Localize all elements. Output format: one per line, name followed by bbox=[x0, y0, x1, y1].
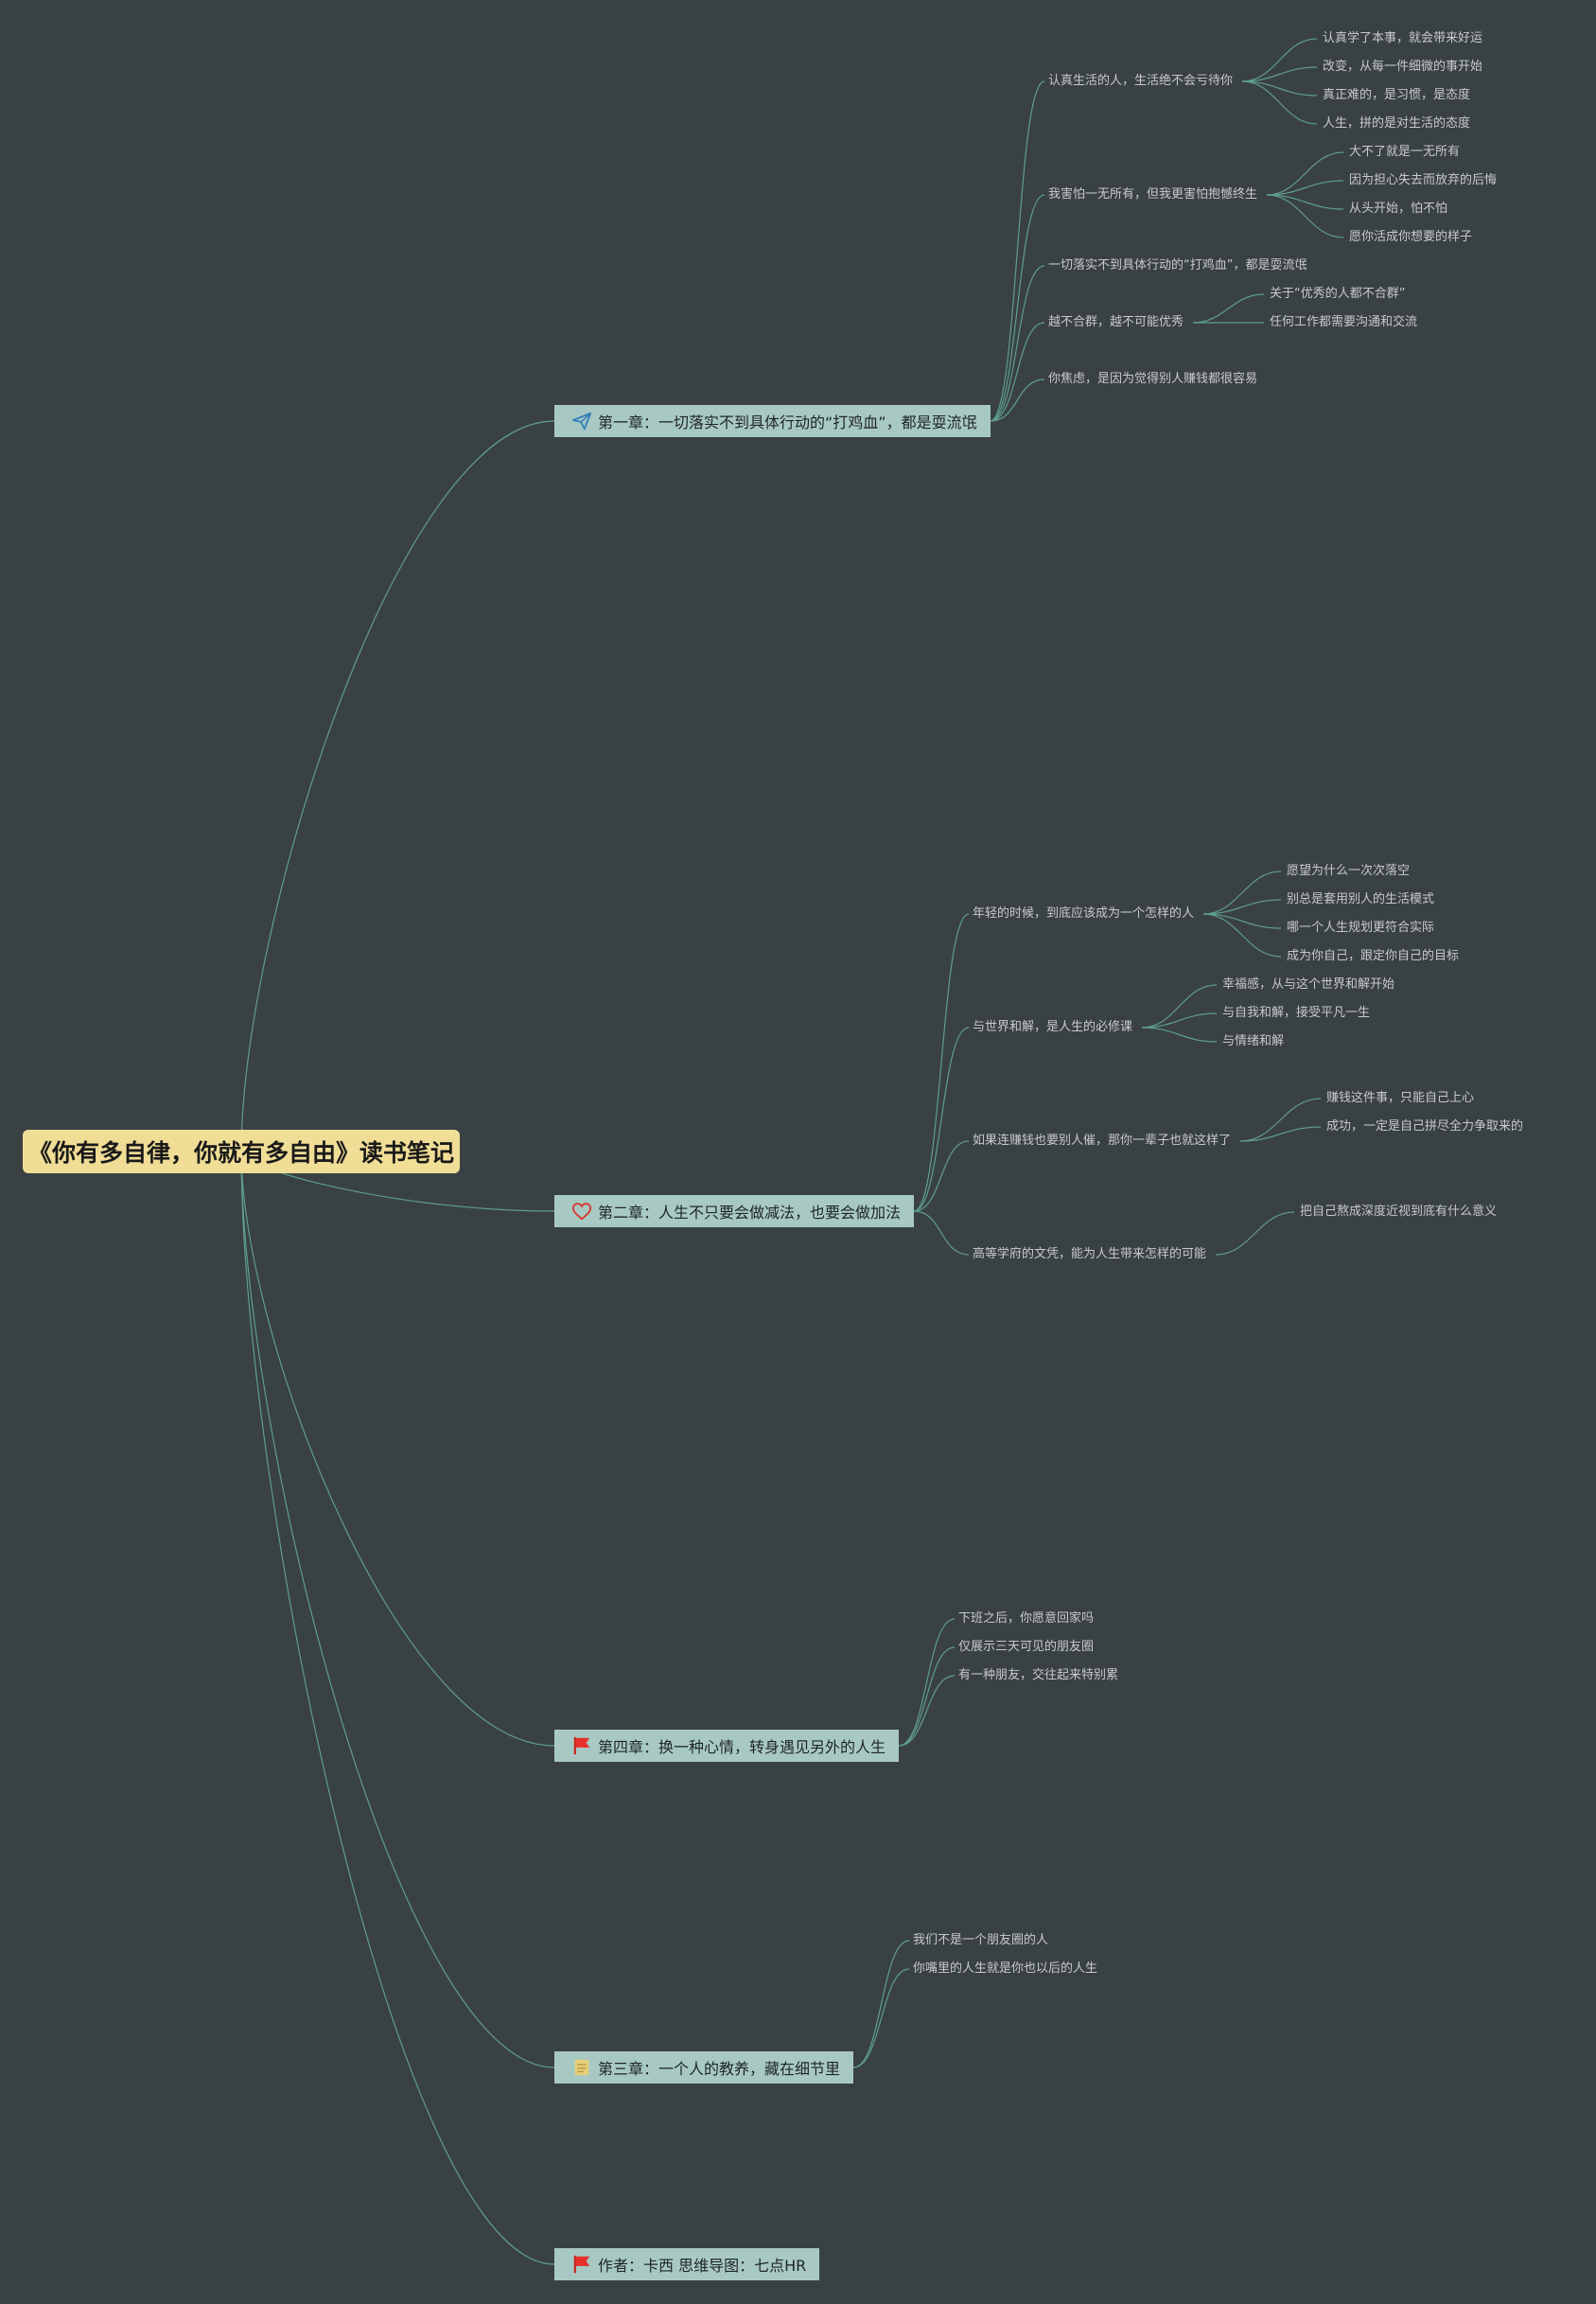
author-label: 作者：卡西 思维导图：七点HR bbox=[598, 2257, 807, 2275]
connector-line bbox=[1216, 1211, 1295, 1256]
root-topic[interactable]: 《你有多自律，你就有多自由》读书笔记 bbox=[23, 1130, 460, 1173]
chapter-1-topic[interactable]: 第一章：一切落实不到具体行动的“打鸡血”，都是耍流氓 bbox=[554, 405, 991, 437]
connector-line bbox=[1203, 871, 1282, 915]
author-topic[interactable]: 作者：卡西 思维导图：七点HR bbox=[554, 2248, 820, 2280]
leaf-topic[interactable]: 愿望为什么一次次落空 bbox=[1287, 864, 1411, 878]
leaf-topic[interactable]: 大不了就是一无所有 bbox=[1349, 145, 1461, 159]
subtopic[interactable]: 越不合群，越不可能优秀 bbox=[1048, 315, 1184, 329]
connector-line bbox=[990, 265, 1045, 422]
subtopic[interactable]: 我们不是一个朋友圈的人 bbox=[913, 1933, 1049, 1947]
subtopic[interactable]: 一切落实不到具体行动的“打鸡血”，都是耍流氓 bbox=[1048, 258, 1307, 273]
note-icon bbox=[571, 2057, 592, 2078]
connector-line bbox=[913, 1027, 970, 1212]
connector-line bbox=[990, 322, 1045, 422]
connector-line bbox=[1242, 80, 1318, 97]
connector-line bbox=[914, 1210, 970, 1256]
connector-line bbox=[990, 378, 1045, 422]
red-flag-icon bbox=[571, 2254, 592, 2275]
leaf-topic[interactable]: 真正难的，是习惯，是态度 bbox=[1323, 88, 1471, 102]
connector-line bbox=[1242, 80, 1318, 125]
connector-line bbox=[1142, 1027, 1218, 1043]
red-flag-icon bbox=[571, 1735, 592, 1756]
leaf-topic[interactable]: 关于“优秀的人都不合群” bbox=[1270, 287, 1406, 301]
connector-line bbox=[240, 1151, 555, 2068]
connector-line bbox=[1267, 151, 1344, 196]
connector-line bbox=[852, 1940, 910, 2068]
subtopic[interactable]: 认真生活的人，生活绝不会亏待你 bbox=[1048, 74, 1234, 88]
subtopic[interactable]: 你嘴里的人生就是你也以后的人生 bbox=[913, 1961, 1098, 1976]
chapter-3-topic[interactable]: 第三章：一个人的教养，藏在细节里 bbox=[554, 2051, 854, 2084]
leaf-topic[interactable]: 与自我和解，接受平凡一生 bbox=[1222, 1006, 1371, 1020]
leaf-topic[interactable]: 成功，一定是自己拼尽全力争取来的 bbox=[1326, 1119, 1524, 1134]
chapter-4-topic[interactable]: 第四章：换一种心情，转身遇见另外的人生 bbox=[554, 1730, 900, 1762]
connector-line bbox=[913, 913, 970, 1212]
connector-line bbox=[1193, 293, 1265, 324]
subtopic[interactable]: 下班之后，你愿意回家吗 bbox=[958, 1611, 1095, 1626]
subtopic[interactable]: 年轻的时候，到底应该成为一个怎样的人 bbox=[973, 906, 1195, 921]
leaf-topic[interactable]: 把自己熬成深度近视到底有什么意义 bbox=[1300, 1205, 1498, 1219]
connector-line bbox=[1142, 984, 1218, 1029]
subtopic[interactable]: 我害怕一无所有，但我更害怕抱憾终生 bbox=[1048, 187, 1258, 202]
connector-line bbox=[240, 420, 555, 1152]
connector-line bbox=[852, 1968, 910, 2068]
connector-line bbox=[1203, 899, 1282, 915]
heart-icon bbox=[571, 1201, 592, 1222]
leaf-topic[interactable]: 任何工作都需要沟通和交流 bbox=[1270, 315, 1418, 329]
subtopic[interactable]: 有一种朋友，交往起来特别累 bbox=[958, 1668, 1119, 1682]
connector-line bbox=[898, 1646, 956, 1747]
connector-line bbox=[1267, 180, 1344, 196]
connector-line bbox=[240, 1151, 555, 1747]
connector-line bbox=[1203, 913, 1282, 958]
leaf-topic[interactable]: 认真学了本事，就会带来好运 bbox=[1323, 31, 1483, 45]
connector-line bbox=[1267, 194, 1344, 238]
connector-line bbox=[1242, 38, 1318, 82]
subtopic[interactable]: 仅展示三天可见的朋友圈 bbox=[958, 1640, 1095, 1654]
leaf-topic[interactable]: 人生，拼的是对生活的态度 bbox=[1323, 116, 1471, 131]
chapter-3-label: 第三章：一个人的教养，藏在细节里 bbox=[598, 2060, 841, 2078]
connector-line bbox=[1240, 1098, 1322, 1142]
leaf-topic[interactable]: 哪一个人生规划更符合实际 bbox=[1287, 921, 1435, 935]
connector-line bbox=[898, 1675, 956, 1747]
chapter-2-topic[interactable]: 第二章：人生不只要会做减法，也要会做加法 bbox=[554, 1195, 915, 1227]
connector-line bbox=[990, 194, 1045, 422]
connector-line bbox=[990, 80, 1045, 422]
leaf-topic[interactable]: 别总是套用别人的生活模式 bbox=[1287, 892, 1435, 906]
leaf-topic[interactable]: 因为担心失去而放弃的后悔 bbox=[1349, 173, 1498, 187]
paper-plane-icon bbox=[571, 411, 592, 431]
leaf-topic[interactable]: 成为你自己，跟定你自己的目标 bbox=[1287, 949, 1460, 963]
connector-line bbox=[1203, 913, 1282, 929]
subtopic[interactable]: 你焦虑，是因为觉得别人赚钱都很容易 bbox=[1048, 372, 1258, 386]
chapter-1-label: 第一章：一切落实不到具体行动的“打鸡血”，都是耍流氓 bbox=[598, 413, 977, 431]
connector-line bbox=[1267, 194, 1344, 210]
root-title: 《你有多自律，你就有多自由》读书笔记 bbox=[27, 1139, 454, 1167]
leaf-topic[interactable]: 与情绪和解 bbox=[1222, 1034, 1285, 1048]
connector-line bbox=[898, 1618, 956, 1747]
chapter-4-label: 第四章：换一种心情，转身遇见另外的人生 bbox=[598, 1738, 886, 1756]
connector-line bbox=[240, 1151, 555, 2265]
connector-line bbox=[1142, 1012, 1218, 1029]
connector-line bbox=[1240, 1126, 1322, 1142]
leaf-topic[interactable]: 从头开始，怕不怕 bbox=[1349, 202, 1448, 216]
leaf-topic[interactable]: 赚钱这件事，只能自己上心 bbox=[1326, 1091, 1475, 1105]
chapter-2-label: 第二章：人生不只要会做减法，也要会做加法 bbox=[598, 1204, 902, 1222]
subtopic[interactable]: 高等学府的文凭，能为人生带来怎样的可能 bbox=[973, 1247, 1207, 1261]
connector-line bbox=[1242, 66, 1318, 82]
subtopic[interactable]: 与世界和解，是人生的必修课 bbox=[973, 1020, 1133, 1034]
subtopic[interactable]: 如果连赚钱也要别人催，那你一辈子也就这样了 bbox=[973, 1134, 1232, 1148]
leaf-topic[interactable]: 愿你活成你想要的样子 bbox=[1349, 230, 1473, 244]
leaf-topic[interactable]: 改变，从每一件细微的事开始 bbox=[1323, 60, 1483, 74]
leaf-topic[interactable]: 幸福感，从与这个世界和解开始 bbox=[1222, 977, 1395, 992]
connector-line bbox=[913, 1140, 970, 1212]
